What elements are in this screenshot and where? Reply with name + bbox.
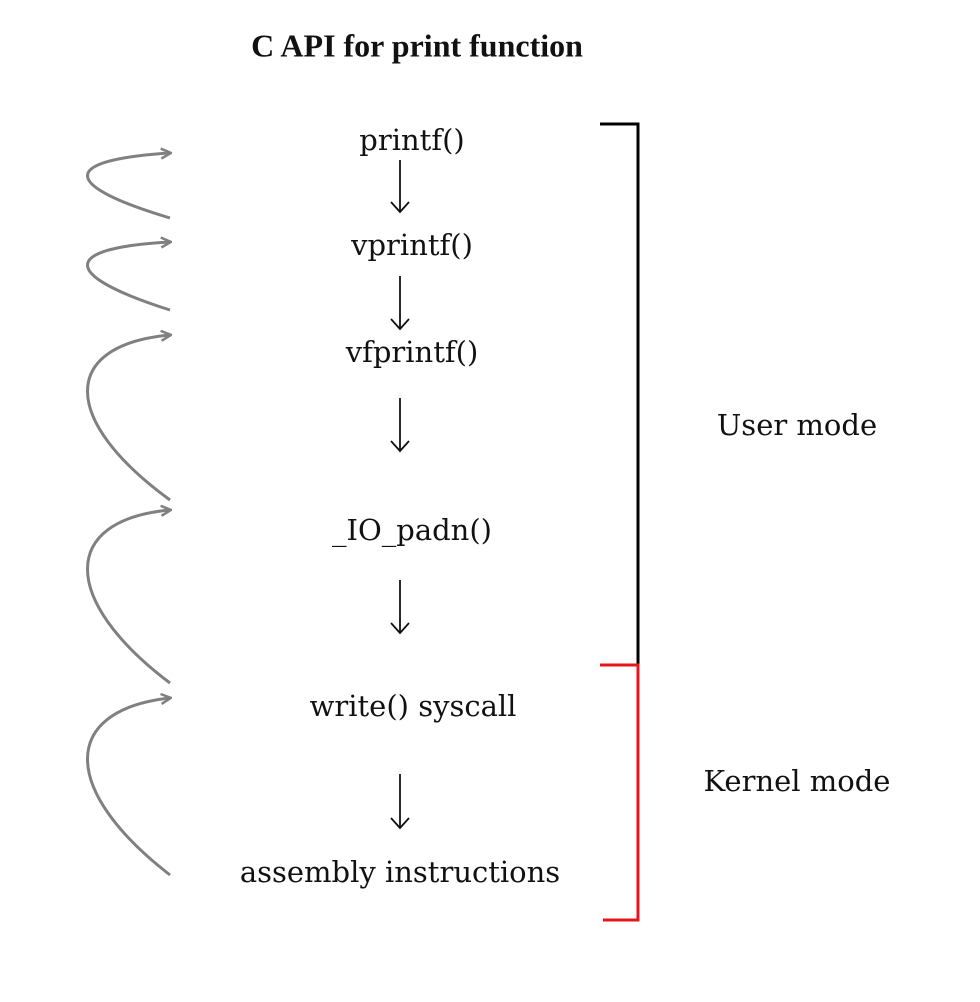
diagram-title: C API for print function <box>251 27 583 64</box>
user-mode-bracket <box>600 122 640 665</box>
down-arrow-2 <box>390 276 410 331</box>
return-arrow-1 <box>86 153 171 220</box>
down-arrow-4 <box>390 580 410 635</box>
step-assembly: assembly instructions <box>239 855 561 889</box>
return-arrow-3 <box>86 335 171 502</box>
step-write-syscall: write() syscall <box>309 689 517 723</box>
return-arrow-2 <box>86 242 171 312</box>
return-arrow-5 <box>86 698 171 877</box>
kernel-mode-bracket <box>600 663 640 922</box>
user-mode-label: User mode <box>716 408 878 442</box>
down-arrow-5 <box>390 774 410 830</box>
step-io-padn: _IO_padn() <box>332 513 492 547</box>
kernel-mode-label: Kernel mode <box>703 764 891 798</box>
down-arrow-3 <box>390 398 410 453</box>
down-arrow-1 <box>390 160 410 214</box>
step-vfprintf: vfprintf() <box>345 335 479 369</box>
step-printf: printf() <box>359 123 465 157</box>
return-arrow-4 <box>86 510 171 685</box>
step-vprintf: vprintf() <box>351 228 473 262</box>
